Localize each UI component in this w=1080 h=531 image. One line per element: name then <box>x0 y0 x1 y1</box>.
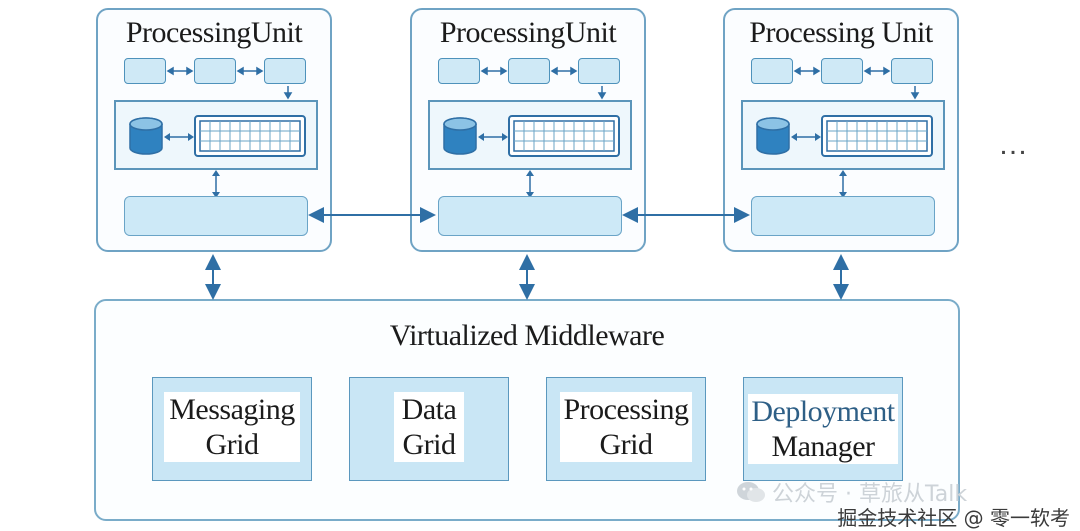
more-units-ellipsis: … <box>998 128 1028 161</box>
memory-grid-icon <box>508 115 620 157</box>
compute-block <box>114 100 318 170</box>
processing-unit-3: Processing Unit <box>723 8 959 252</box>
processing-unit-title: ProcessingUnit <box>125 16 303 49</box>
processing-unit-title: ProcessingUnit <box>439 16 617 49</box>
processing-unit-title: Processing Unit <box>749 16 933 49</box>
grid-label-line2: Grid <box>402 428 457 461</box>
pipeline-cell <box>891 58 933 84</box>
pipeline-arrows <box>166 66 293 100</box>
grid-label-line2: Grid <box>599 428 654 461</box>
pipeline-cell <box>821 58 863 84</box>
pipeline-cell <box>124 58 166 84</box>
grid-label: Data Grid <box>394 392 464 462</box>
deployment-manager: Deployment Manager <box>743 377 903 481</box>
grid-label-line1: Data <box>401 393 457 426</box>
processing-grid: Processing Grid <box>546 377 706 481</box>
grid-label-line2: Grid <box>205 428 260 461</box>
compute-block <box>741 100 945 170</box>
grid-label-line2: Manager <box>771 430 875 463</box>
pipeline-cell <box>578 58 620 84</box>
pipeline-cell <box>194 58 236 84</box>
memory-grid-icon <box>821 115 933 157</box>
database-icon <box>129 117 163 155</box>
wechat-icon <box>737 482 765 502</box>
grid-label-line1: Messaging <box>169 393 295 426</box>
virtualized-middleware: Virtualized Middleware Messaging Grid Da… <box>94 299 960 521</box>
grid-label-line1: Processing <box>563 393 690 426</box>
middleware-title: Virtualized Middleware <box>389 319 665 352</box>
communication-bus <box>751 196 935 236</box>
watermark-line1: 公众号 · 草旅从Talk <box>772 482 968 507</box>
communication-bus <box>124 196 308 236</box>
pipeline-cell <box>508 58 550 84</box>
compute-block <box>428 100 632 170</box>
bidirectional-arrow-icon <box>164 133 194 141</box>
bidirectional-arrow-icon <box>478 133 508 141</box>
grid-label: Messaging Grid <box>164 392 300 462</box>
vertical-arrow <box>839 170 847 198</box>
pipeline-cell <box>751 58 793 84</box>
database-icon <box>443 117 477 155</box>
grid-label: Deployment Manager <box>748 394 898 464</box>
vertical-arrow <box>212 170 220 198</box>
pipeline-cell <box>264 58 306 84</box>
memory-grid-icon <box>194 115 306 157</box>
pipeline-arrows <box>480 66 607 100</box>
pipeline-arrows <box>793 66 920 100</box>
grid-label: Processing Grid <box>560 392 692 462</box>
database-icon <box>756 117 790 155</box>
vertical-arrow <box>526 170 534 198</box>
watermark: 公众号 · 草旅从Talk 掘金技术社区 @ 零一软考 <box>730 474 1080 531</box>
communication-bus <box>438 196 622 236</box>
grid-label-line1: Deployment <box>751 395 895 428</box>
data-grid: Data Grid <box>349 377 509 481</box>
bidirectional-arrow-icon <box>791 133 821 141</box>
watermark-line2: 掘金技术社区 @ 零一软考 <box>837 506 1070 530</box>
processing-unit-2: ProcessingUnit <box>410 8 646 252</box>
processing-unit-1: ProcessingUnit <box>96 8 332 252</box>
pipeline-cell <box>438 58 480 84</box>
messaging-grid: Messaging Grid <box>152 377 312 481</box>
